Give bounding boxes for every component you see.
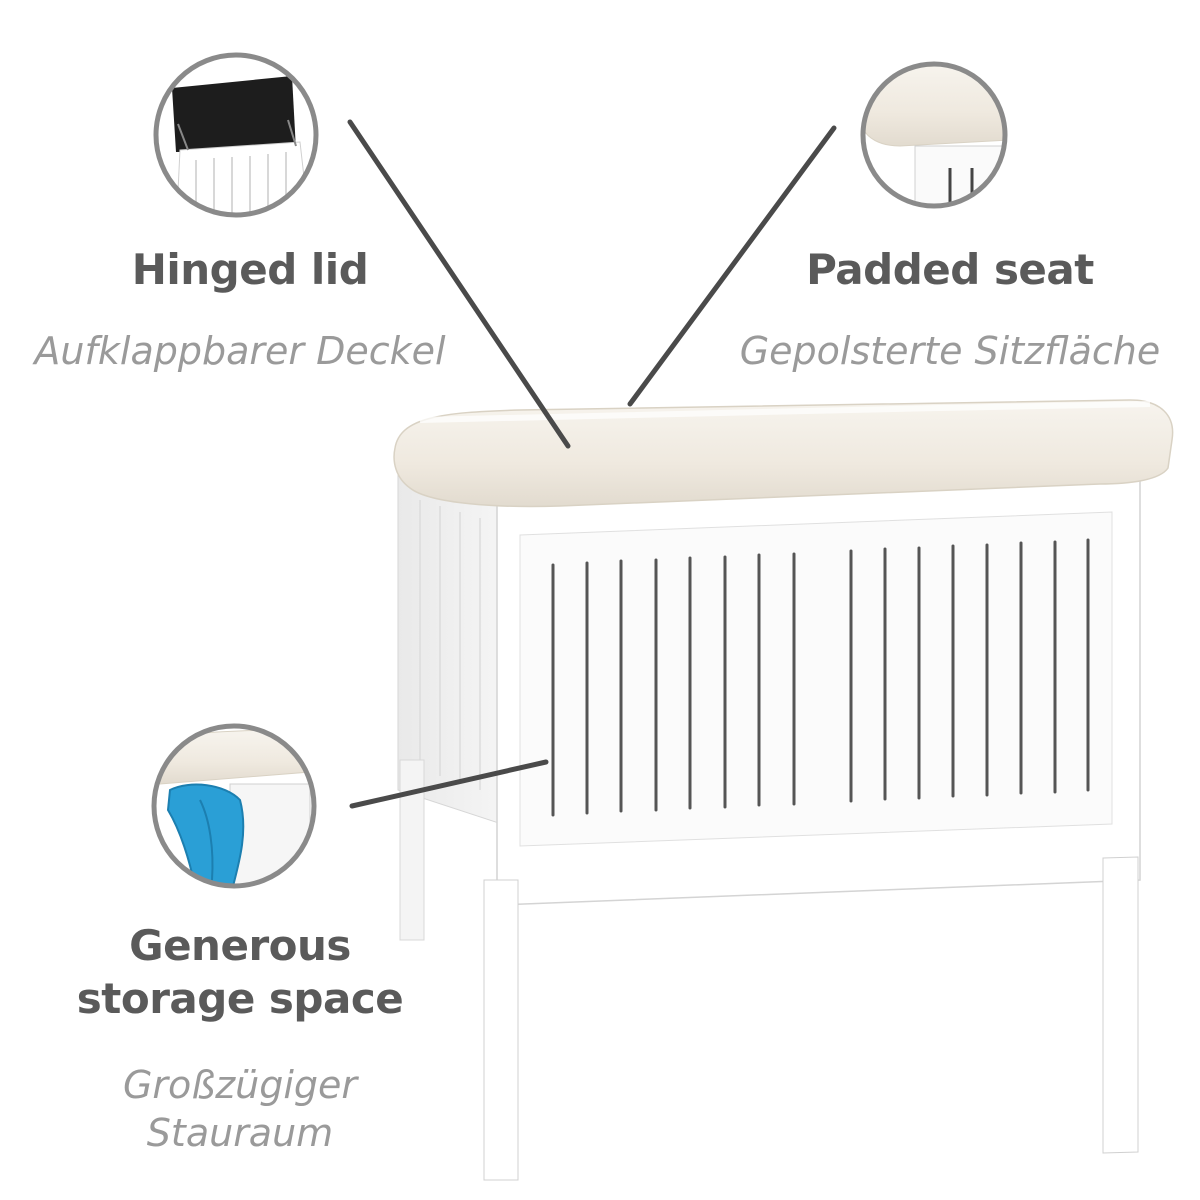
bench-leg-front-left xyxy=(483,879,519,1181)
bench-front-panel xyxy=(519,511,1113,847)
padded-seat-title: Padded seat xyxy=(806,245,1094,294)
storage-bench xyxy=(393,399,1174,1181)
callout-line-storage xyxy=(349,759,549,809)
padded-seat-cushion xyxy=(393,399,1174,508)
storage-title: Generous storage space xyxy=(76,921,404,1023)
callout-line-padded-seat xyxy=(627,125,837,407)
hinged-lid-title: Hinged lid xyxy=(131,245,369,294)
padded-seat-detail-image xyxy=(860,61,1008,209)
storage-subtitle: Großzügiger Stauraum xyxy=(122,1063,358,1155)
padded-seat-subtitle: Gepolsterte Sitzfläche xyxy=(739,329,1161,373)
callout-line-hinged-lid xyxy=(347,119,571,449)
hinged-lid-subtitle: Aufklappbarer Deckel xyxy=(34,329,446,373)
callout-lines xyxy=(347,119,837,809)
front-panel-slots xyxy=(551,538,1090,817)
side-panel-grooves xyxy=(419,500,481,790)
bench-leg-front-right xyxy=(1102,856,1139,1154)
storage-detail-image xyxy=(151,723,317,889)
towel-icon xyxy=(166,783,245,886)
bench-leg-back-left xyxy=(399,759,425,941)
hinged-lid-detail-image xyxy=(153,52,319,218)
